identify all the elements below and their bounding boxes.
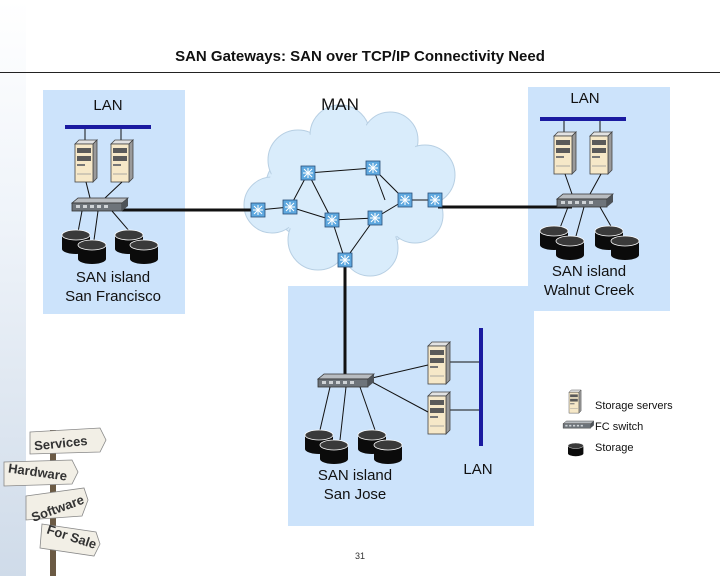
- legend-fc-switch-icon: [562, 420, 595, 429]
- signpost-board-hardware: [3, 459, 79, 487]
- page-number: 31: [354, 551, 365, 561]
- legend-storage-icon: [567, 442, 584, 457]
- walnut-creek-lan-bar: [540, 117, 626, 121]
- man-cloud: [243, 104, 456, 277]
- san-francisco-island-line1: SAN island: [75, 269, 151, 286]
- san-francisco-island-label: SAN island San Francisco: [58, 268, 168, 306]
- legend-fc-switch-label: FC switch: [595, 421, 644, 433]
- signpost-board-services: [29, 427, 107, 455]
- san-jose-island-label: SAN island San Jose: [300, 466, 410, 504]
- san-francisco-lan-label: LAN: [93, 97, 123, 114]
- san-jose-lan-bar: [479, 328, 483, 446]
- walnut-creek-servers: [553, 121, 613, 195]
- walnut-creek-storage: [539, 225, 640, 261]
- san-jose-island-line2: San Jose: [323, 486, 387, 503]
- san-jose-panel: [288, 286, 534, 526]
- slide-title: SAN Gateways: SAN over TCP/IP Connectivi…: [175, 48, 545, 65]
- signpost-board-software: [25, 487, 89, 521]
- walnut-creek-island-line2: Walnut Creek: [543, 282, 635, 299]
- walnut-creek-island-label: SAN island Walnut Creek: [534, 262, 644, 300]
- wan-links: [122, 205, 572, 383]
- san-francisco-servers: [74, 129, 134, 199]
- walnut-creek-island-line1: SAN island: [551, 263, 627, 280]
- legend-storage-servers-label: Storage servers: [595, 400, 673, 412]
- san-jose-lan-label: LAN: [463, 461, 493, 478]
- san-francisco-fc-switch: [71, 197, 131, 241]
- man-label: MAN: [321, 95, 359, 114]
- walnut-creek-lan-label: LAN: [570, 90, 600, 107]
- san-jose-island-line1: SAN island: [317, 467, 393, 484]
- signpost-board-for-sale: [39, 523, 101, 557]
- san-francisco-lan-bar: [65, 125, 151, 129]
- legend-storage-label: Storage: [595, 442, 634, 454]
- san-jose-servers: [371, 341, 479, 435]
- title-rule: [0, 72, 720, 73]
- san-francisco-storage: [61, 229, 159, 265]
- san-jose-fc-switch: [317, 373, 376, 441]
- san-jose-storage: [304, 429, 403, 465]
- legend-storage-server-icon: [568, 389, 582, 414]
- walnut-creek-fc-switch: [556, 193, 614, 237]
- san-francisco-island-line2: San Francisco: [65, 288, 161, 305]
